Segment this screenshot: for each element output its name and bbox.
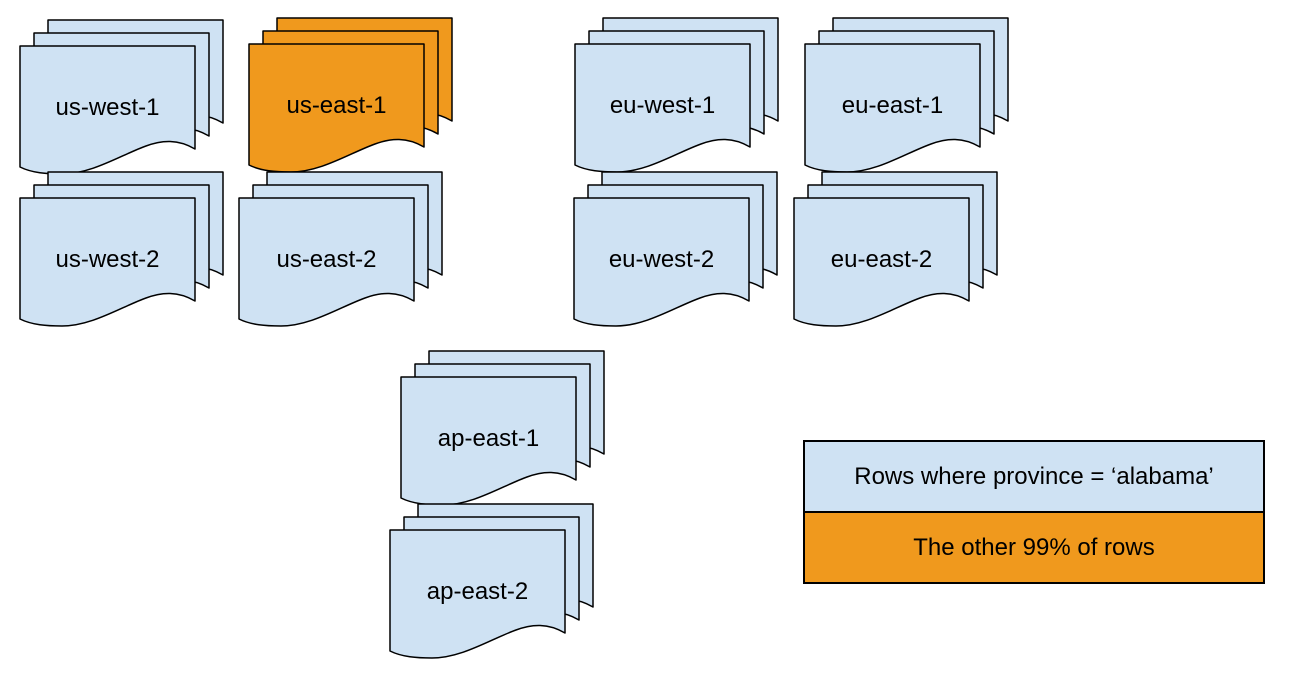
document-stack-icon <box>389 503 594 659</box>
document-stack-icon <box>804 17 1009 173</box>
region-stack-ap-east-1: ap-east-1 <box>400 350 606 508</box>
region-stack-eu-east-2: eu-east-2 <box>793 171 999 329</box>
region-stack-ap-east-2: ap-east-2 <box>389 503 595 661</box>
legend-item-other-rows: The other 99% of rows <box>805 511 1263 582</box>
region-stack-eu-west-1: eu-west-1 <box>574 17 780 175</box>
document-stack-icon <box>573 171 778 327</box>
legend-item-other-rows-label: The other 99% of rows <box>913 533 1155 561</box>
region-stack-us-east-1: us-east-1 <box>248 17 454 175</box>
legend-item-alabama-rows: Rows where province = ‘alabama’ <box>805 442 1263 511</box>
region-stack-eu-east-1: eu-east-1 <box>804 17 1010 175</box>
legend-item-alabama-rows-label: Rows where province = ‘alabama’ <box>854 462 1214 490</box>
document-stack-icon <box>400 350 605 506</box>
document-stack-icon <box>19 19 224 175</box>
region-stack-eu-west-2: eu-west-2 <box>573 171 779 329</box>
document-stack-icon <box>248 17 453 173</box>
document-stack-icon <box>19 171 224 327</box>
document-stack-icon <box>238 171 443 327</box>
region-stack-us-west-2: us-west-2 <box>19 171 225 329</box>
document-stack-icon <box>793 171 998 327</box>
region-stack-us-east-2: us-east-2 <box>238 171 444 329</box>
legend: Rows where province = ‘alabama’ The othe… <box>803 440 1265 584</box>
region-stack-us-west-1: us-west-1 <box>19 19 225 177</box>
document-stack-icon <box>574 17 779 173</box>
